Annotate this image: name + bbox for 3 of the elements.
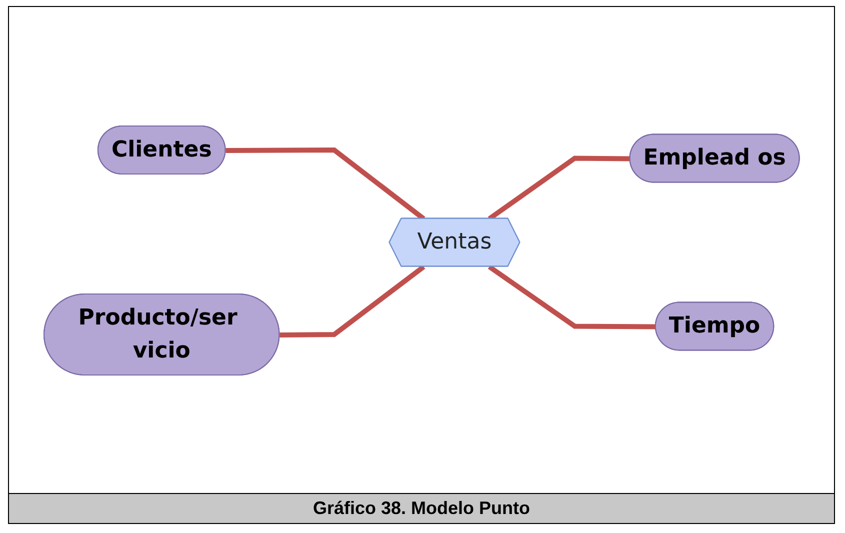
- connector: [488, 264, 656, 329]
- connector: [280, 264, 426, 337]
- caption: Gráfico 38. Modelo Punto: [9, 493, 834, 523]
